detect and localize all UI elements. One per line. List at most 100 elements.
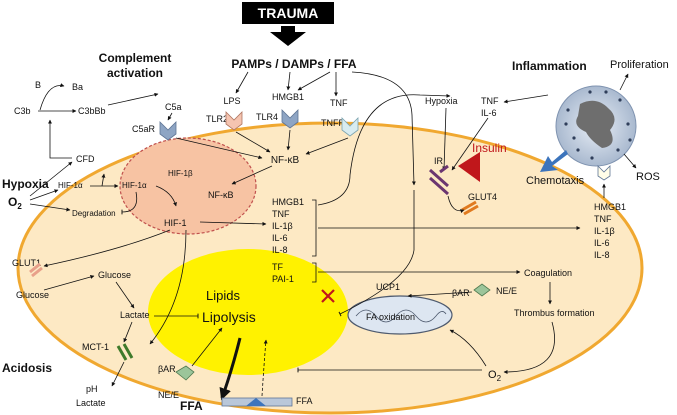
- tlr2-receptor: [225, 111, 243, 131]
- bar-left-label: βAR: [158, 364, 176, 374]
- trauma-arrow: [270, 26, 306, 46]
- hif1-to-mct1: [149, 229, 187, 345]
- cell-nucleus: [576, 100, 615, 148]
- tnf-to-ir: [451, 117, 489, 171]
- mito-cristae: [355, 309, 447, 323]
- receptor-small: [597, 165, 611, 181]
- complement-title-2: activation: [107, 66, 163, 80]
- c5a-to-c5ar: [167, 112, 173, 121]
- c5a-label: C5a: [165, 102, 182, 112]
- tlr4-receptor: [281, 109, 299, 129]
- nee-right-label: NE/E: [496, 286, 517, 296]
- degradation-label: Degradation: [72, 209, 116, 218]
- hypoxia-top-label: Hypoxia: [425, 96, 458, 106]
- proliferation-label: Proliferation: [610, 59, 669, 71]
- trauma-box: [242, 2, 334, 24]
- complement-curve: [39, 83, 65, 111]
- lactate-to-mct1: [123, 321, 133, 343]
- bar-right-receptor: [473, 283, 491, 297]
- tlr2-label: TLR2: [206, 114, 228, 124]
- tlr2-to-nfkb: [235, 131, 271, 153]
- cytokine-item: IL-8: [272, 245, 288, 255]
- ros-label: ROS: [636, 171, 660, 183]
- b-label: B: [35, 80, 41, 90]
- lipolysis-to-ffa: [219, 337, 242, 401]
- cell-granules: [564, 90, 632, 160]
- ffa-feedback: [261, 339, 268, 397]
- hif1a-left-label: HIF-1α: [58, 181, 83, 190]
- o2-left-label: O2: [8, 195, 22, 211]
- damps-to-hmgb1: [297, 71, 331, 91]
- mct1-label: MCT-1: [82, 342, 109, 352]
- ucp1-label: UCP1: [376, 282, 400, 292]
- cfd-loop: [48, 119, 72, 159]
- c5ar-to-nfkb: [175, 137, 263, 160]
- bar-to-ucp1: [407, 291, 473, 298]
- chemotaxis-arrow: [540, 150, 568, 172]
- cytokine-item: IL-1β: [272, 221, 293, 231]
- mct1-transporter: [116, 343, 134, 361]
- hif-nucleus: [119, 137, 257, 235]
- triggers-label: PAMPs / DAMPs / FFA: [231, 57, 356, 71]
- right-list-item: IL-8: [594, 250, 610, 260]
- lipolysis-label: Lipolysis: [202, 309, 256, 325]
- insulin-label: Insulin: [472, 141, 507, 155]
- nfkb-inner-label: NF-κB: [208, 190, 234, 200]
- ffa-bottom-label: FFA: [180, 399, 203, 413]
- acidosis-label: Acidosis: [2, 361, 52, 375]
- trauma-label: TRAUMA: [258, 5, 319, 21]
- cfd-label: CFD: [76, 154, 95, 164]
- inflammation-label: Inflammation: [512, 59, 587, 73]
- pamps-to-hmgb1: [286, 71, 291, 91]
- o2-to-mito: [449, 329, 487, 367]
- mct1-out: [111, 361, 125, 387]
- il6-right-label: IL-6: [481, 108, 497, 118]
- hif1a-inhibit-degradation: [121, 191, 138, 215]
- tnfr-label: TNFR: [321, 118, 345, 128]
- ir-label: IR: [434, 156, 444, 166]
- ros-arrow: [623, 153, 637, 169]
- glut4-label: GLUT4: [468, 192, 497, 202]
- o2-right-label: O2: [488, 369, 502, 383]
- tf-label: TF: [272, 262, 283, 272]
- ph-label: pH: [86, 384, 98, 394]
- o2-to-degradation: [29, 203, 71, 212]
- lps-label: LPS: [223, 96, 240, 106]
- hmgb1-top-label: HMGB1: [272, 92, 304, 102]
- ir-receptor: [429, 164, 449, 196]
- glucose-in-label: Glucose: [98, 270, 131, 280]
- lactate-out-label: Lactate: [76, 398, 106, 408]
- cytokine-item: HMGB1: [272, 197, 304, 207]
- red-x: [321, 289, 335, 303]
- chemotaxis-label: Chemotaxis: [526, 175, 585, 187]
- right-list-item: HMGB1: [594, 202, 626, 212]
- nee-left-label: NE/E: [158, 390, 179, 400]
- hif1b-label: HIF-1β: [168, 169, 193, 178]
- complement-title-1: Complement: [99, 51, 172, 65]
- glut1-transporter: [29, 262, 43, 278]
- c3bbb-to-c5a: [107, 92, 159, 106]
- hypoxia-to-ir: [442, 107, 447, 171]
- thrombus-to-o2: [503, 321, 555, 374]
- cytokine-item: TNF: [272, 209, 290, 219]
- lipids-label: Lipids: [206, 288, 240, 303]
- ffa-long-arrow: [351, 71, 416, 186]
- right-list-item: IL-6: [594, 238, 610, 248]
- tlr4-to-nfkb: [286, 129, 291, 151]
- thrombus-label: Thrombus formation: [514, 308, 595, 318]
- ffa-channel-triangle: [246, 398, 266, 406]
- proliferation-arrow: [619, 73, 629, 91]
- bar-to-lipolysis: [191, 327, 223, 367]
- hif1-to-cytokines: [199, 221, 267, 226]
- lipid-droplet: [148, 249, 348, 375]
- tnfr-receptor: [341, 117, 359, 137]
- c5ar-label: C5aR: [132, 124, 156, 134]
- ir-to-glut4: [447, 195, 465, 214]
- bar-left-receptor: [175, 365, 195, 381]
- fa-oxidation-label: FA oxidation: [366, 312, 415, 322]
- hif1-to-glut1: [43, 229, 171, 268]
